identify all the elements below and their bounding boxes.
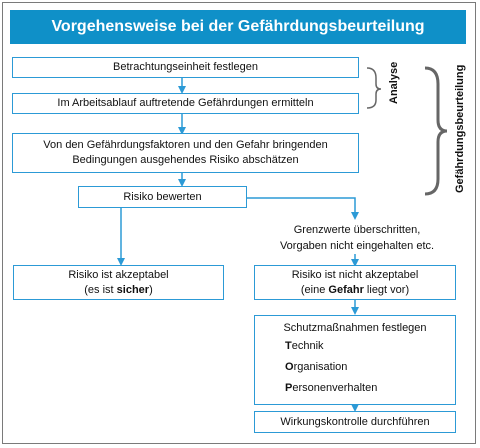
gefahr-emphasis: Gefahr <box>328 283 364 296</box>
step-betrachtungseinheit: Betrachtungseinheit festlegen <box>12 57 359 78</box>
analyse-label: Analyse <box>388 61 400 104</box>
risiko-line-2: Bedingungen ausgehendes Risiko abschätze… <box>72 154 299 166</box>
risk-acceptable-box: Risiko ist akzeptabel (es ist sicher) <box>13 265 224 300</box>
measure-organisation: Organisation <box>285 361 348 373</box>
protective-measures-box: Schutzmaßnahmen festlegen Technik Organi… <box>254 315 456 405</box>
diagram-title: Vorgehensweise bei der Gefährdungsbeurte… <box>10 10 466 44</box>
wirkungskontrolle-box: Wirkungskontrolle durchführen <box>254 411 456 433</box>
beurteilung-label: Gefährdungsbeurteilung <box>454 64 466 193</box>
measures-heading: Schutzmaßnahmen festlegen <box>283 322 427 334</box>
measure-personenverhalten: Personenverhalten <box>285 382 378 394</box>
arrow-right-branch <box>247 197 359 220</box>
beurteilung-bracket <box>424 66 448 196</box>
risk-not-acceptable-box: Risiko ist nicht akzeptabel (eine Gefahr… <box>254 265 456 300</box>
risiko-line-1: Von den Gefährdungsfaktoren und den Gefa… <box>43 139 328 151</box>
branch-condition-note: Grenzwerte überschritten, Vorgaben nicht… <box>279 224 435 252</box>
step-risiko-bewerten: Risiko bewerten <box>78 186 247 208</box>
analyse-bracket <box>366 67 382 109</box>
sicher-emphasis: sicher <box>116 283 150 296</box>
step-gefaehrdungen-ermitteln: Im Arbeitsablauf auftretende Gefährdunge… <box>12 93 359 114</box>
measure-technik: Technik <box>285 340 324 352</box>
step-risiko-abschaetzen: Von den Gefährdungsfaktoren und den Gefa… <box>12 133 359 173</box>
